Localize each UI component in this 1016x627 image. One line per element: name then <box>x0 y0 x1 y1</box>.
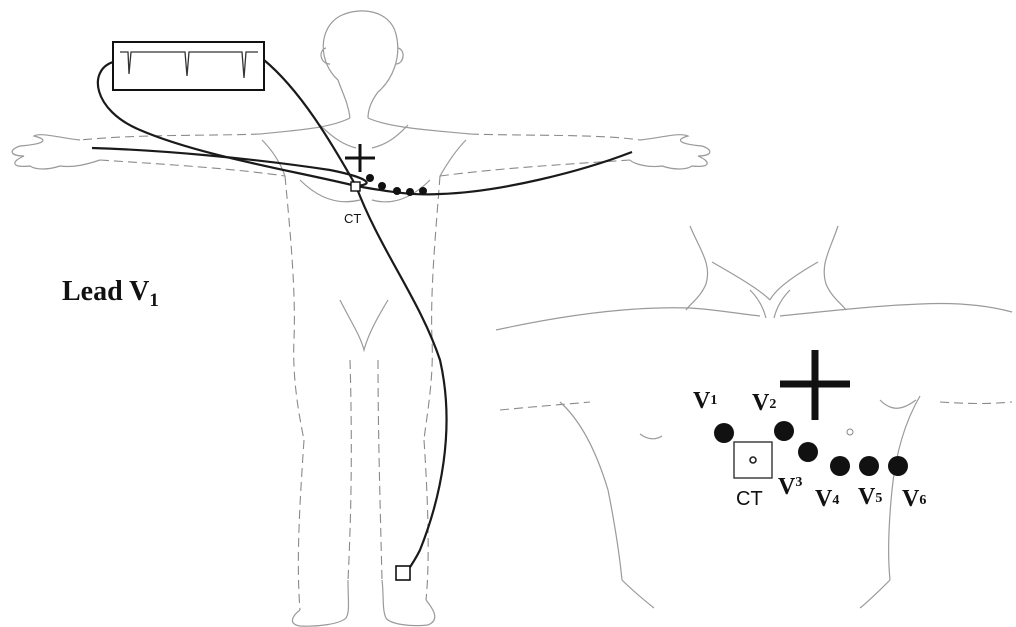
ground-plus-large <box>780 350 850 420</box>
lead-title: Lead V1 <box>62 276 159 311</box>
electrode-v4 <box>830 456 850 476</box>
lead-title-subscript: 1 <box>149 290 159 311</box>
electrode-label-v4: V4 <box>815 486 839 512</box>
electrode-label-v6: V6 <box>902 486 926 512</box>
chest-closeup <box>496 226 1012 608</box>
lead-title-text: Lead V <box>62 276 149 307</box>
electrode-label-v2: V2 <box>752 390 776 416</box>
electrode-v1 <box>714 423 734 443</box>
ct-label-small: CT <box>344 211 361 226</box>
electrode-label-v1: V1 <box>693 388 717 414</box>
electrode-v5 <box>859 456 879 476</box>
ecg-monitor <box>113 42 264 90</box>
body-chest-electrodes <box>345 144 427 196</box>
ct-label-large: CT <box>736 488 763 510</box>
body-figure <box>12 11 710 626</box>
electrode-v2 <box>774 421 794 441</box>
lead-wires <box>92 60 632 580</box>
electrode-v3 <box>798 442 818 462</box>
ct-electrode <box>734 442 772 478</box>
electrode-label-v5: V5 <box>858 484 882 510</box>
electrode-label-v3: V3 <box>778 474 802 500</box>
electrode-v6 <box>888 456 908 476</box>
